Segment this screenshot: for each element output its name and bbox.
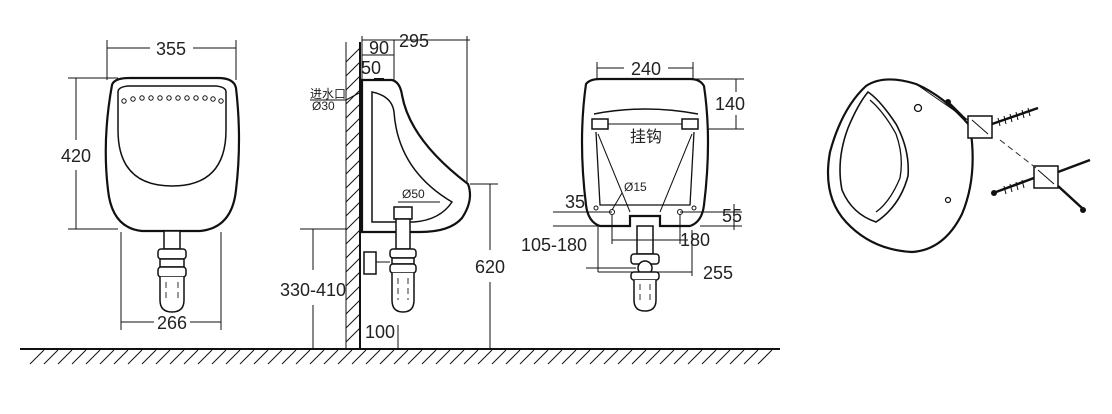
side-offset-50-dim: 50 <box>361 58 381 78</box>
dim-255: 255 <box>703 263 733 283</box>
mounting-bracket-upper <box>945 99 1039 139</box>
dim-55: 55 <box>722 206 742 226</box>
inlet-diameter: Ø30 <box>312 99 335 113</box>
urinal-front-body <box>104 76 241 233</box>
front-width-top-dim: 355 <box>156 39 186 59</box>
rim-height-dim: 620 <box>475 257 505 277</box>
urinal-perspective-body <box>826 78 974 254</box>
inlet-label: 进水口 <box>310 87 346 101</box>
mounting-bracket-lower <box>991 158 1091 213</box>
flush-holes <box>121 95 224 104</box>
dim-180: 180 <box>680 230 710 250</box>
side-view: 90 295 50 进水口 Ø30 Ø50 <box>280 31 505 349</box>
wall <box>345 42 361 349</box>
floor <box>20 348 780 365</box>
hook-label: 挂钩 <box>630 128 662 146</box>
front-height-dim: 420 <box>61 146 91 166</box>
hook-width-dim: 240 <box>631 59 661 79</box>
dim-105-180: 105-180 <box>521 235 587 255</box>
front-view: 355 420 266 <box>61 39 241 333</box>
front-width-bottom-dim: 266 <box>157 313 187 333</box>
side-offset-90-dim: 90 <box>369 38 389 58</box>
side-depth-dim: 295 <box>399 31 429 51</box>
urinal-back-body <box>580 77 710 228</box>
urinal-side-body <box>360 78 472 234</box>
floor-gap-dim: 100 <box>365 322 395 342</box>
perspective-view <box>826 78 1091 254</box>
hole-diameter: Ø15 <box>624 180 647 194</box>
hook-height-dim: 140 <box>715 94 745 114</box>
outlet-height-dim: 330-410 <box>280 280 346 300</box>
front-drain-trap <box>157 230 187 313</box>
outlet-diameter: Ø50 <box>402 187 425 201</box>
urinal-front-basin <box>117 85 227 187</box>
dim-35: 35 <box>565 192 585 212</box>
back-view: 240 140 挂钩 Ø15 <box>521 59 745 312</box>
side-drain-trap <box>363 206 417 313</box>
